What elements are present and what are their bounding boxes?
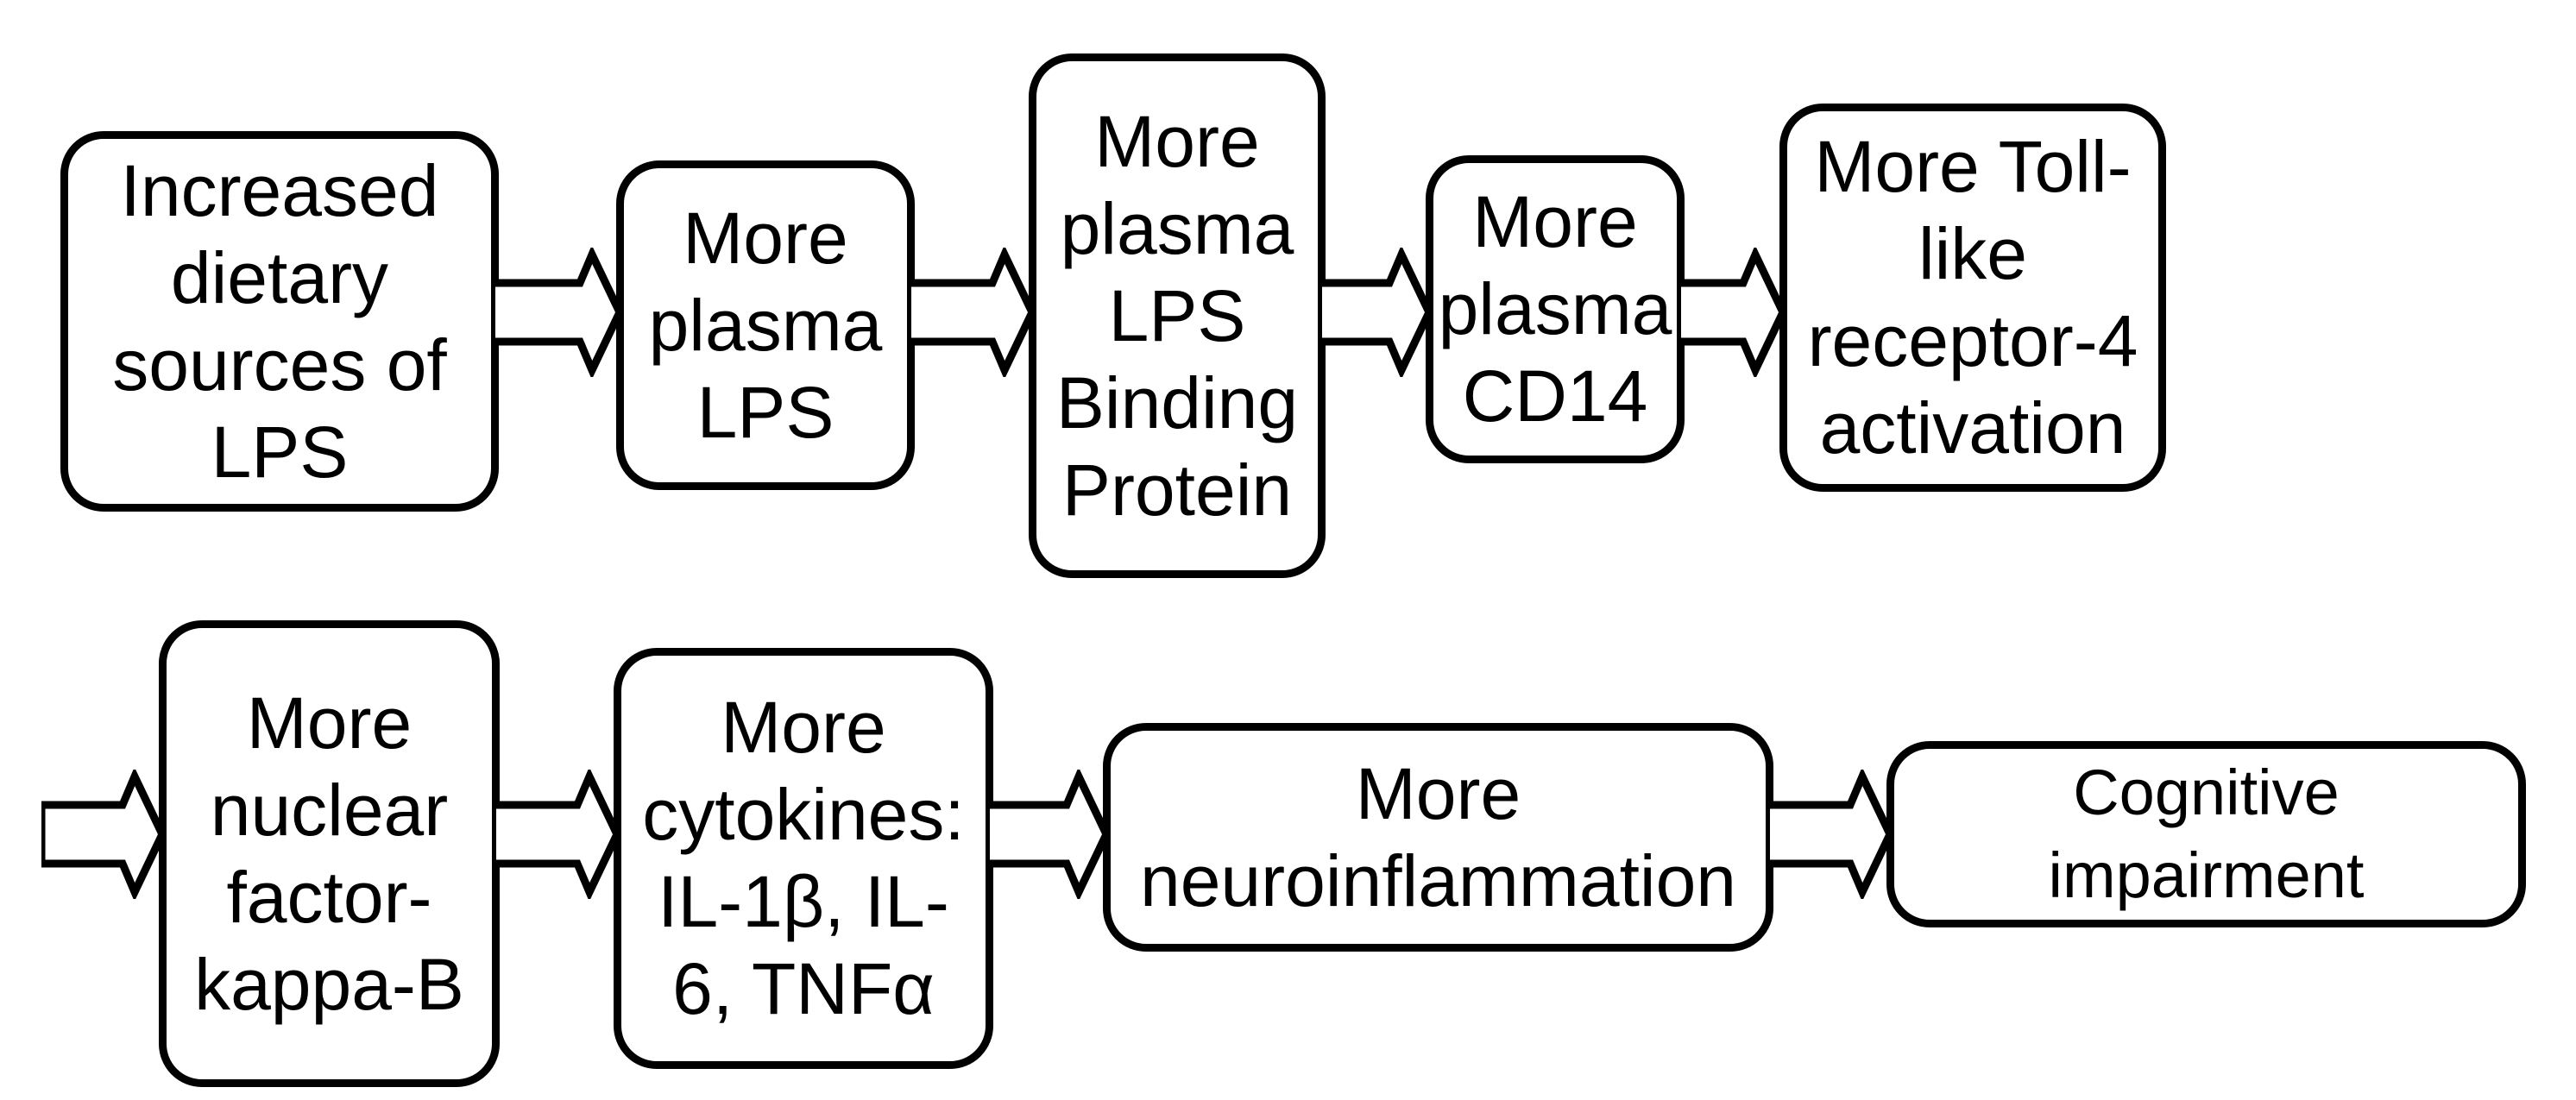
- arrow-cd14-to-tlr4: [1681, 248, 1783, 377]
- arrow-dietary-lps-to-plasma-lps: [495, 248, 620, 377]
- node-more-plasma-lps: More plasma LPS: [616, 160, 915, 490]
- node-more-toll-like-receptor-4-activation: More Toll- like receptor-4 activation: [1779, 104, 2166, 492]
- arrow-row-wrap-continuation: [41, 770, 162, 899]
- node-more-plasma-cd14: More plasma CD14: [1426, 155, 1685, 463]
- arrow-cytokines-to-neuroinflammation: [990, 770, 1106, 899]
- arrow-plasma-lps-to-binding-protein: [911, 248, 1032, 377]
- node-cognitive-impairment: Cognitive impairment: [1886, 741, 2526, 927]
- arrow-neuroinflammation-to-cognitive-impairment: [1770, 770, 1890, 899]
- node-more-cytokines: More cytokines: IL-1β, IL- 6, TNFα: [614, 648, 993, 1069]
- node-more-neuroinflammation: More neuroinflammation: [1103, 723, 1773, 952]
- node-increased-dietary-sources-of-lps: Increased dietary sources of LPS: [60, 131, 499, 512]
- node-more-nuclear-factor-kappa-b: More nuclear factor- kappa-B: [159, 620, 500, 1087]
- arrow-binding-protein-to-cd14: [1322, 248, 1429, 377]
- node-more-plasma-lps-binding-protein: More plasma LPS Binding Protein: [1029, 53, 1326, 578]
- arrow-nfkb-to-cytokines: [496, 770, 617, 899]
